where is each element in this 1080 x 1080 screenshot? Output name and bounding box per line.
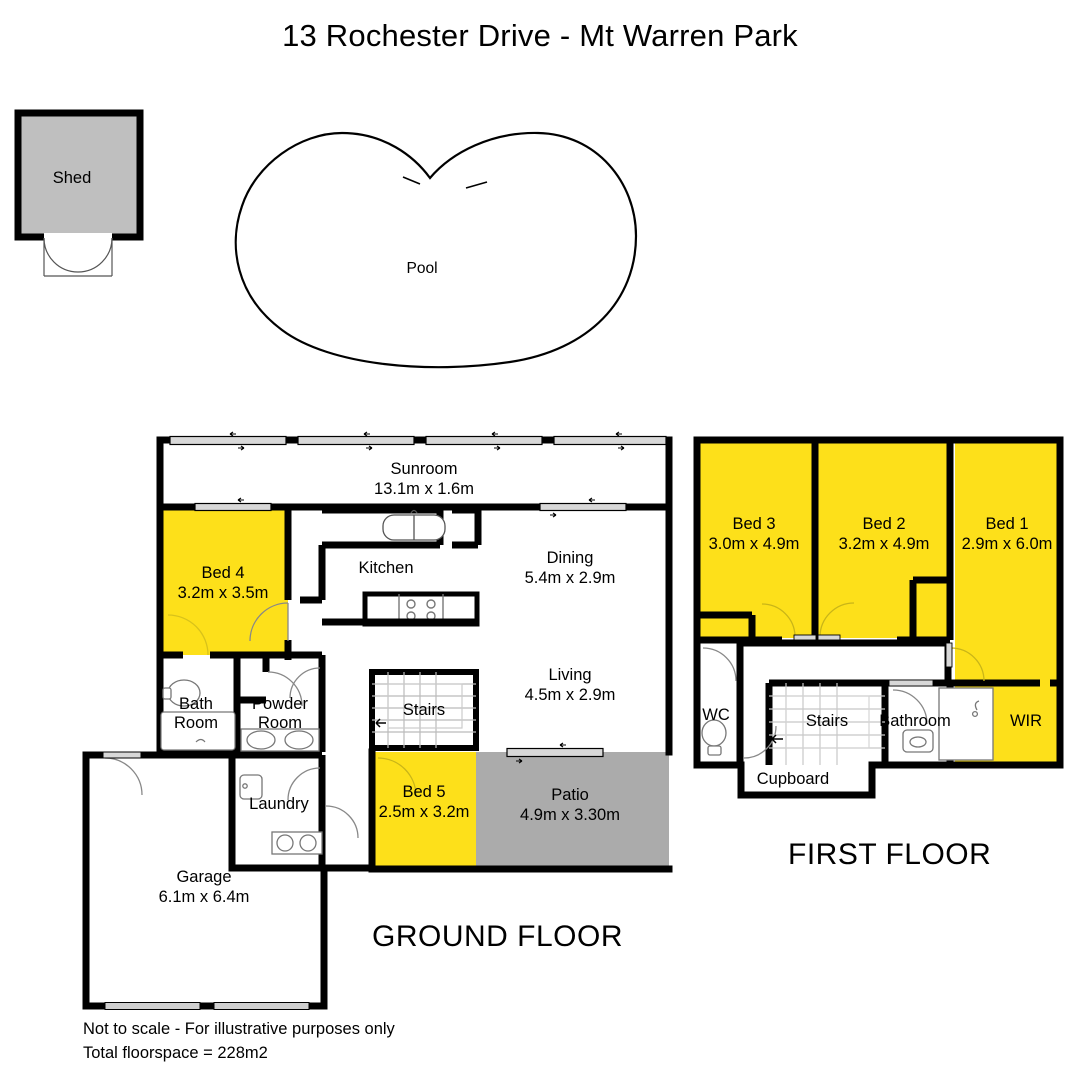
dining-dimensions: 5.4m x 2.9m [525,569,616,587]
pool-outline [234,131,638,369]
double-door-icon [43,237,113,277]
patio-label: Patio [551,786,589,804]
shed-outline [14,109,144,241]
bed1-door-icon [945,642,985,682]
bed4-fill [160,510,288,655]
toilet-icon [162,679,201,707]
laundry-appliances-icon [271,831,323,855]
powder-room-door-icon [267,667,321,707]
disclaimer-line-1: Not to scale - For illustrative purposes… [83,1020,395,1038]
cupboard-door-icon [743,725,777,759]
shed-door-opening [44,233,112,241]
sunroom-dimensions: 13.1m x 1.6m [374,480,474,498]
garage-entry-door-icon [102,751,143,796]
bed3-robe-fill [697,615,749,638]
bed1-wir-link-fill [955,640,1060,670]
ground-stairs: Stairs [369,669,479,751]
bed5-label: Bed 5 [402,783,445,801]
first-floor-plan: Bed 3 3.0m x 4.9m Bed 2 3.2m x 4.9m Bed … [693,436,1064,799]
kitchen-label: Kitchen [358,559,413,577]
total-floorspace-line: Total floorspace = 228m2 [83,1043,268,1062]
living-patio-slider [506,742,604,764]
bed4-label: Bed 4 [201,564,244,582]
pool-group: Pool [234,131,638,369]
bed2-door-icon [817,602,855,641]
wc-door-icon [702,647,737,682]
sunroom-label: Sunroom [391,460,458,478]
bathroom-label: Bathroom [879,712,951,730]
pool-step-mark-left [402,176,421,185]
living-dimensions: 4.5m x 2.9m [525,686,616,704]
laundry-door-icon [287,767,359,839]
bed2-label: Bed 2 [862,515,905,533]
first-stairs: Stairs [769,683,885,765]
bed3-fill [697,443,812,638]
sunroom-window-band [169,431,667,451]
laundry-tub-icon [239,774,263,800]
sink-icon [382,509,446,541]
bed2-dimensions: 3.2m x 4.9m [839,535,930,553]
wc-toilet-icon [701,719,727,756]
first-stairs-label: Stairs [806,712,848,730]
wir-fill [1000,660,1060,765]
laundry-label: Laundry [249,795,309,813]
ground-stairs-label: Stairs [403,701,445,719]
garage-dimensions: 6.1m x 6.4m [159,888,250,906]
powder-room-label-line1: Powder [252,695,308,713]
patio-dimensions: 4.9m x 3.30m [520,806,620,824]
bed3-dimensions: 3.0m x 4.9m [709,535,800,553]
bed5-door-icon [377,757,417,797]
bed5-fill [372,752,476,869]
disclaimer-block: Not to scale - For illustrative purposes… [83,1018,395,1066]
bath-room-label-line2: Room [174,714,218,732]
first-floor-heading: FIRST FLOOR [788,838,992,871]
bed4-secondary-door-icon [167,614,209,656]
bath-room-label-line1: Bath [179,695,213,713]
bathroom-door-icon [888,679,934,725]
shed-label: Shed [53,169,92,187]
shower-icon [938,687,994,761]
sunroom-inner-openings [194,497,627,518]
pool-step-mark-right [465,181,488,189]
cupboard-label: Cupboard [757,770,829,788]
bathtub-icon [160,711,236,751]
living-label: Living [548,666,591,684]
page-title: 13 Rochester Drive - Mt Warren Park [282,18,798,53]
patio-fill [476,752,669,869]
vanity-basins-icon [240,728,320,752]
bed4-dimensions: 3.2m x 3.5m [178,584,269,602]
bed3-door-icon [761,603,817,641]
powder-room-label-line2: Room [258,714,302,732]
shed-group: Shed [14,109,144,277]
basin-icon [902,729,934,753]
bed4-door-icon [249,602,289,642]
garage-door-opening [104,1002,310,1010]
pool-label: Pool [406,260,437,277]
dining-label: Dining [547,549,594,567]
wc-label: WC [702,706,730,724]
bed3-label: Bed 3 [732,515,775,533]
wir-label: WIR [1010,712,1042,730]
bed4-walls [160,510,292,660]
garage-label: Garage [176,868,231,886]
first-exterior-walls [693,436,1064,799]
bed1-label: Bed 1 [985,515,1028,533]
ground-floor-plan: Sunroom 13.1m x 1.6m Bed 4 3.2m x 3.5m [82,431,673,1010]
ground-floor-heading: GROUND FLOOR [372,920,624,953]
kitchen-walls [300,506,482,604]
bed1-dimensions: 2.9m x 6.0m [962,535,1053,553]
bed5-dimensions: 2.5m x 3.2m [379,803,470,821]
